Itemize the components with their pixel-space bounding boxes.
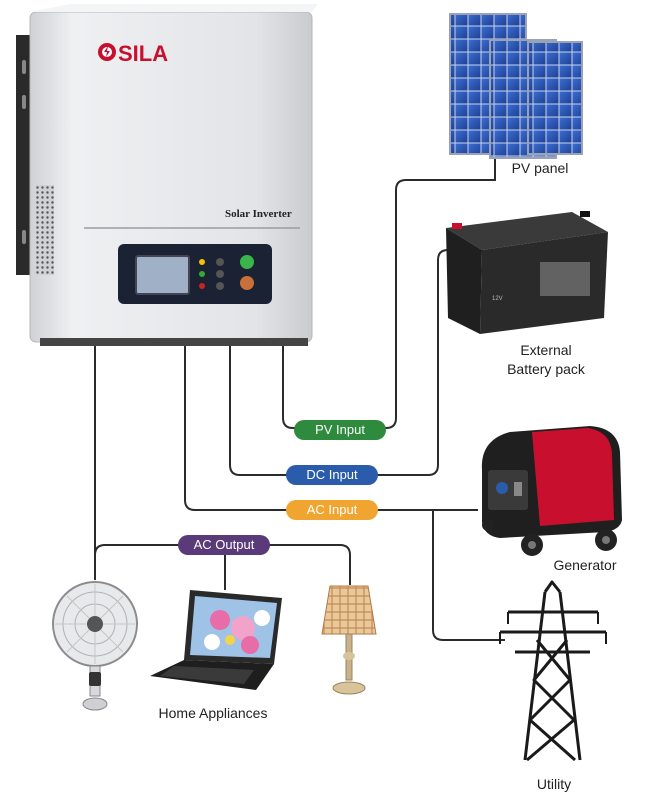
pv-panel-label: PV panel	[511, 160, 569, 176]
ac-input-label: AC Input	[286, 500, 378, 520]
control-panel	[118, 244, 272, 304]
panel-button[interactable]	[216, 270, 224, 278]
utility-wire	[432, 510, 505, 641]
lamp-image	[321, 585, 377, 695]
fan-image	[52, 581, 138, 711]
indicator-led	[199, 283, 205, 289]
wiring	[94, 152, 505, 641]
utility-tower-image	[499, 580, 607, 762]
battery-image: 12V	[446, 211, 608, 334]
ac-input-wire	[184, 345, 478, 511]
vent-grille	[36, 185, 54, 275]
power-off-button[interactable]	[240, 276, 254, 290]
brand-logo-text: SILA	[118, 41, 168, 66]
svg-text:12V: 12V	[492, 296, 503, 302]
sila-logo: SILA	[98, 41, 168, 66]
panel-button[interactable]	[216, 258, 224, 266]
panel-button[interactable]	[216, 282, 224, 290]
home-appliances-label: Home Appliances	[158, 705, 268, 721]
laptop-image	[150, 590, 282, 690]
solar-inverter: SILA Solar Inverter	[16, 4, 318, 346]
indicator-led	[199, 271, 205, 277]
pv-wire	[282, 152, 496, 429]
generator-image	[481, 426, 622, 556]
power-on-button[interactable]	[240, 255, 254, 269]
dc-wire	[229, 249, 449, 476]
battery-label-line2: Battery pack	[507, 361, 585, 377]
battery-label-line1: External	[520, 342, 572, 358]
pv-input-label: PV Input	[294, 420, 386, 440]
generator-label: Generator	[553, 557, 617, 573]
pv-panel-image	[449, 13, 583, 159]
inverter-model-label: Solar Inverter	[225, 208, 292, 220]
indicator-led	[199, 259, 205, 265]
ac-output-label: AC Output	[178, 535, 270, 555]
dc-input-label: DC Input	[286, 465, 378, 485]
lcd-screen	[135, 255, 190, 295]
utility-label: Utility	[536, 776, 572, 792]
